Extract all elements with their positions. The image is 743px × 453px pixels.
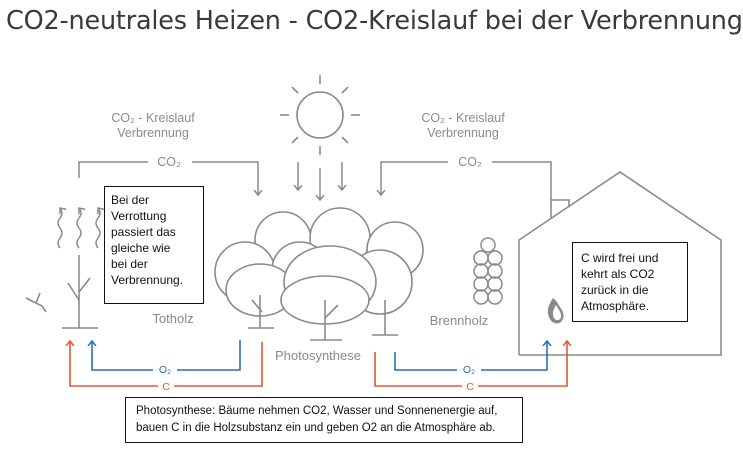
note-photosynthesis-line: Photosynthese: Bäume nehmen CO2, Wasser … [136, 405, 498, 417]
note-rotting-line: bei der [111, 257, 148, 271]
firewood-icon [473, 237, 503, 305]
note-carbon-release: C wird frei und kehrt als CO2 zurück in … [572, 242, 688, 322]
forest-icon [214, 207, 424, 341]
sunlight-arrows [298, 162, 342, 200]
note-carbon-line: Atmosphäre. [581, 299, 650, 313]
cycle-right-line1: CO₂ - Kreislauf [421, 111, 505, 125]
note-carbon-line: C wird frei und [581, 251, 659, 265]
sun-icon [280, 75, 360, 155]
note-rotting-line: Bei der [111, 193, 150, 207]
left-o2-label: O₂ [159, 364, 171, 376]
note-rotting-line: Verbrennung. [111, 273, 184, 287]
note-carbon-line: kehrt als CO2 [581, 267, 655, 281]
cycle-left-line1: CO₂ - Kreislauf [111, 111, 195, 125]
house-icon [518, 171, 722, 356]
co2-left-path [78, 161, 258, 195]
note-rotting-line: gleiche wie [111, 241, 171, 255]
note-photosynthesis-line: bauen C in die Holzsubstanz ein und gebe… [136, 422, 496, 434]
note-photosynthesis: Photosynthese: Bäume nehmen CO2, Wasser … [125, 397, 523, 443]
dead-tree-icon [25, 255, 98, 329]
flame-icon [547, 298, 564, 324]
left-c-label: C [162, 381, 170, 393]
co2-right-label: CO₂ [458, 155, 482, 169]
right-c-label: C [466, 381, 474, 393]
note-carbon-line: zurück in die [581, 283, 649, 297]
rising-gas-icon [57, 208, 100, 249]
brennholz-label: Brennholz [430, 313, 489, 328]
photosynthese-label: Photosynthese [275, 348, 361, 363]
co2-left-label: CO₂ [157, 155, 181, 169]
cycle-right-line2: Verbrennung [427, 126, 499, 140]
note-rotting-line: passiert das [111, 225, 176, 239]
note-rotting-line: Verrottung [111, 209, 167, 223]
note-rotting: Bei der Verrottung passiert das gleiche … [104, 186, 204, 304]
cycle-left-line2: Verbrennung [117, 126, 189, 140]
right-o2-label: O₂ [463, 364, 475, 376]
co2-right-path [381, 161, 552, 200]
page-title: CO2-neutrales Heizen - CO2-Kreislauf bei… [6, 6, 743, 36]
totholz-label: Totholz [152, 311, 193, 326]
